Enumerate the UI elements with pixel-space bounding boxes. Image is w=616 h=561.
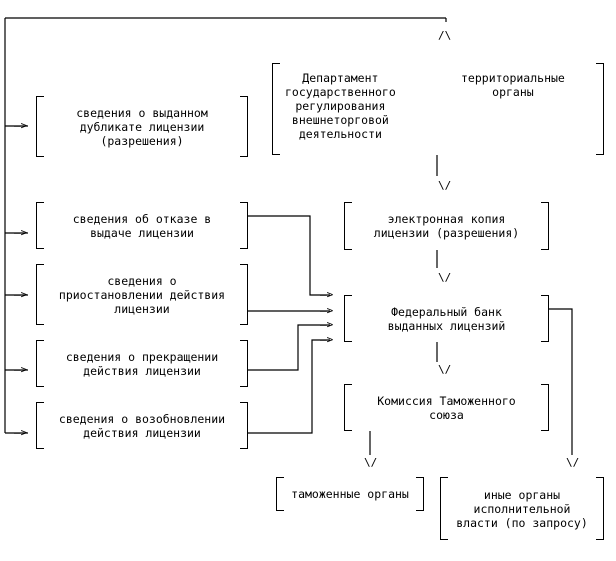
renewal-to-bank [248,339,330,434]
right-arrow-bank-1: —> [320,288,334,301]
refusal-label: сведения об отказе в выдаче лицензии [72,211,212,240]
duplicate-label: сведения о выданном дубликате лицензии (… [76,105,208,148]
dept-box: Департамент государственного регулирован… [272,63,604,155]
commission-box: Комиссия Таможенного союза [344,384,549,431]
bank-box: Федеральный банк выданных лицензий [344,295,549,342]
termination-label: сведения о прекращении действия лицензии [65,349,219,378]
refusal-box: сведения об отказе в выдаче лицензии [36,202,248,249]
suspension-label: сведения о приостановлении действия лице… [58,273,226,316]
right-arrow-termination: —> [14,363,28,376]
right-arrow-bank-2: —> [320,304,334,317]
ecopy-label: электронная копия лицензии (разрешения) [373,212,520,240]
termination-to-bank [248,324,330,371]
right-arrow-bank-4: —> [320,333,334,346]
down-arrow-customs: \/ [364,456,378,469]
right-arrow-duplicate: —> [14,119,28,132]
commission-label: Комиссия Таможенного союза [377,393,516,422]
termination-box: сведения о прекращении действия лицензии [36,340,248,387]
bank-to-other [549,308,573,455]
right-arrow-bank-3: —> [320,318,334,331]
other-bodies-box: иные органы исполнительной власти (по за… [440,477,604,540]
dept-label: Департамент государственного регулирован… [285,71,396,141]
right-arrow-refusal: —> [14,226,28,239]
other-bodies-label: иные органы исполнительной власти (по за… [456,487,588,530]
up-arrow-dept: /\ [438,29,452,42]
duplicate-box: сведения о выданном дубликате лицензии (… [36,96,248,157]
ecopy-box: электронная копия лицензии (разрешения) [344,202,549,250]
bank-label: Федеральный банк выданных лицензий [387,304,506,333]
down-arrow-other: \/ [566,456,580,469]
customs-label: таможенные органы [291,487,409,501]
refusal-to-bank [248,215,330,296]
suspension-box: сведения о приостановлении действия лице… [36,264,248,325]
right-arrow-suspension: —> [14,288,28,301]
down-arrow-dept: \/ [438,179,452,192]
renewal-label: сведения о возобновлении действия лиценз… [58,411,226,440]
down-arrow-bank: \/ [438,363,452,376]
right-arrow-renewal: —> [14,426,28,439]
down-arrow-ecopy: \/ [438,271,452,284]
customs-box: таможенные органы [276,477,424,511]
renewal-box: сведения о возобновлении действия лиценз… [36,402,248,449]
territorial-label: территориальные органы [461,71,565,99]
